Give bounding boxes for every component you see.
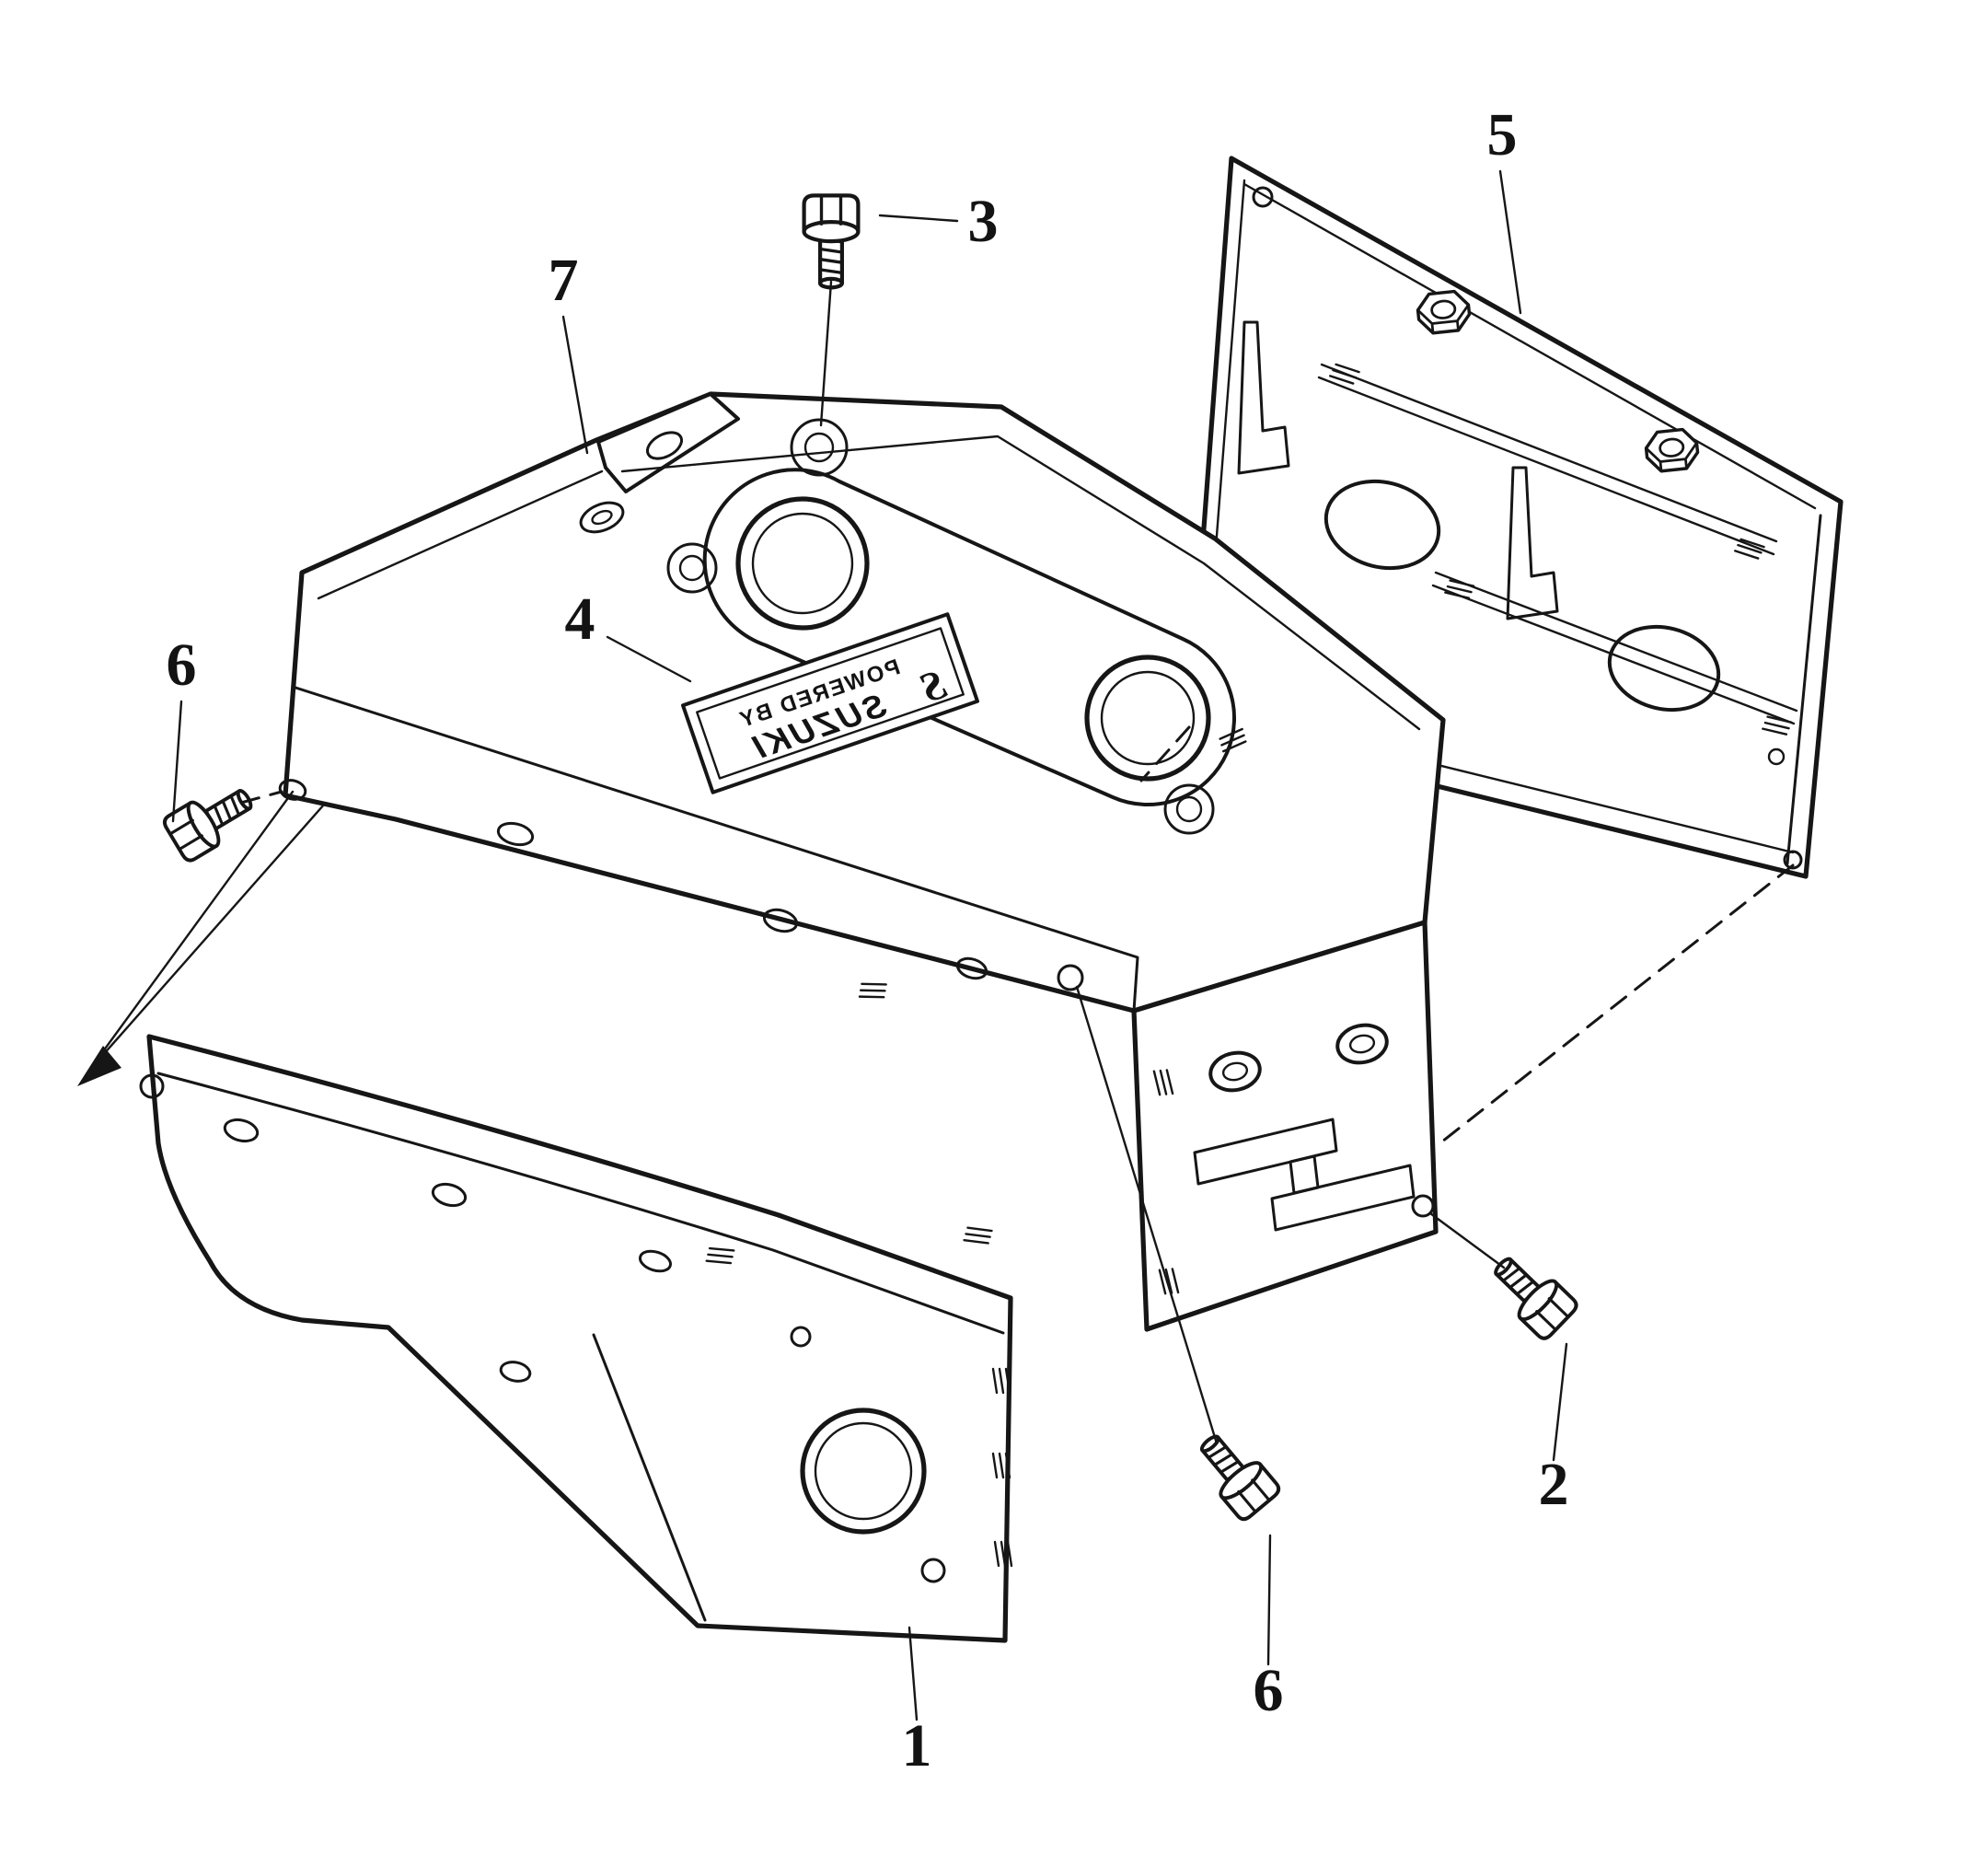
weld-tick	[963, 1222, 993, 1248]
lower-cover-hole-bolt6	[139, 1073, 165, 1099]
leader-line-1	[907, 1626, 919, 1721]
lower-cover-slot-4	[499, 1361, 532, 1383]
part-1-side-face	[1131, 920, 1439, 1332]
lower-cover-outline	[146, 1034, 1013, 1643]
bracket-large-hole-inner	[814, 1421, 913, 1521]
leader-line-6-left	[171, 700, 183, 823]
assembly-lines	[77, 280, 1795, 1445]
part-1-lower-cover	[139, 1034, 1013, 1643]
plate-right-fold-line	[1786, 514, 1822, 865]
cover-left-contour	[317, 469, 604, 600]
plate-alignment-dash-long	[1436, 863, 1795, 1147]
bracket-crease	[592, 1333, 707, 1622]
callout-6-left: 6	[167, 632, 197, 699]
bolt-2	[1481, 1244, 1581, 1344]
pass-through-arrowhead	[77, 1046, 121, 1086]
badge-plate-border	[696, 627, 965, 780]
callout-5: 5	[1487, 101, 1518, 168]
plate-hook-tab-left	[1237, 320, 1290, 475]
side-boss-right	[1335, 1023, 1389, 1065]
cover-grommet-rear	[1163, 783, 1215, 835]
plate-stiffener-line-1	[1317, 363, 1778, 556]
plate-hole-top-left	[1252, 186, 1274, 208]
cover-slot-upper-left	[579, 501, 625, 534]
bolt6-bottom-axis-line	[1075, 985, 1219, 1445]
cover-band-slot-3	[955, 956, 988, 980]
leader-line-4	[606, 635, 692, 683]
lower-cover-top-crease	[156, 1072, 1005, 1335]
cover-port-front-inner	[751, 512, 854, 615]
side-z-slot	[1193, 1118, 1416, 1232]
leader-line-3	[878, 214, 959, 223]
callout-1: 1	[902, 1712, 932, 1779]
leader-line-7	[561, 315, 589, 455]
lower-cover-slot-2	[431, 1182, 468, 1208]
side-boss-left-inner	[1221, 1061, 1249, 1082]
callouts: 7 3 5 6 4 2 6 1	[167, 101, 1569, 1779]
leader-line-5	[1498, 169, 1522, 315]
cover-band-hole-bolt6	[278, 779, 307, 801]
callout-7: 7	[549, 247, 579, 314]
cover-grommet-left	[666, 542, 718, 594]
plate-top-inner-edge	[1242, 182, 1817, 510]
plate-opening-right	[1607, 624, 1721, 713]
callout-2: 2	[1539, 1451, 1569, 1518]
callout-4: 4	[565, 585, 595, 653]
bolt2-axis-line	[1428, 1211, 1506, 1269]
cover-grommet-rear-inner	[1175, 795, 1203, 823]
bracket-hole-small	[920, 1558, 946, 1583]
cover-port-rear	[1084, 655, 1211, 782]
part-7-upper-cover: POWERED BY S SUZUKI	[278, 391, 1446, 1014]
plate-hole-small	[1767, 747, 1786, 766]
leader-line-2	[1552, 1342, 1568, 1462]
bolt-3	[804, 195, 859, 287]
cover-band-slot-2	[762, 908, 799, 933]
weld-tick	[858, 979, 887, 1002]
cover-slot-upper-left-inner	[591, 509, 613, 526]
lower-cover-slot-1	[223, 1118, 260, 1143]
badge-plate	[681, 612, 979, 794]
side-hole-bolt2	[1411, 1194, 1435, 1218]
cover-tab-slot	[645, 431, 684, 460]
cover-port-front	[735, 496, 870, 631]
pass-through-line-upper	[87, 790, 295, 1073]
cover-grommet-bolt3	[790, 418, 849, 477]
cover-corner-hole-bolt6	[1057, 964, 1084, 991]
plate-hole-corner	[1783, 850, 1803, 870]
cover-band-slot-1	[496, 821, 535, 847]
side-boss-left	[1208, 1050, 1262, 1093]
bracket-hole-top	[790, 1326, 812, 1348]
cover-mount-tab	[596, 392, 740, 493]
plate-hook-tab-center	[1506, 466, 1559, 620]
cover-grommet-bolt3-inner	[803, 432, 835, 463]
plate-alignment-dash-short	[1139, 725, 1191, 782]
cover-grommet-left-inner	[678, 554, 706, 582]
bolt-6-left	[159, 774, 263, 865]
side-boss-right-inner	[1348, 1034, 1376, 1054]
plate-stiffener-line-2	[1431, 571, 1798, 725]
bolt6-left-dash	[239, 790, 283, 805]
cover-port-rear-inner	[1100, 670, 1196, 766]
plate-opening-left	[1323, 479, 1441, 571]
bolt-6-bottom	[1186, 1422, 1284, 1524]
bolt3-axis-line	[819, 280, 833, 427]
callout-3: 3	[968, 188, 999, 255]
cover-top-contour	[620, 435, 1421, 731]
callout-6-bottom: 6	[1254, 1657, 1284, 1724]
lower-cover-slot-3	[638, 1249, 673, 1273]
cover-front-crease	[291, 685, 1139, 1013]
bracket-large-hole	[800, 1408, 927, 1535]
leader-line-6-bottom	[1266, 1534, 1272, 1666]
pass-through-line-lower	[87, 803, 326, 1073]
